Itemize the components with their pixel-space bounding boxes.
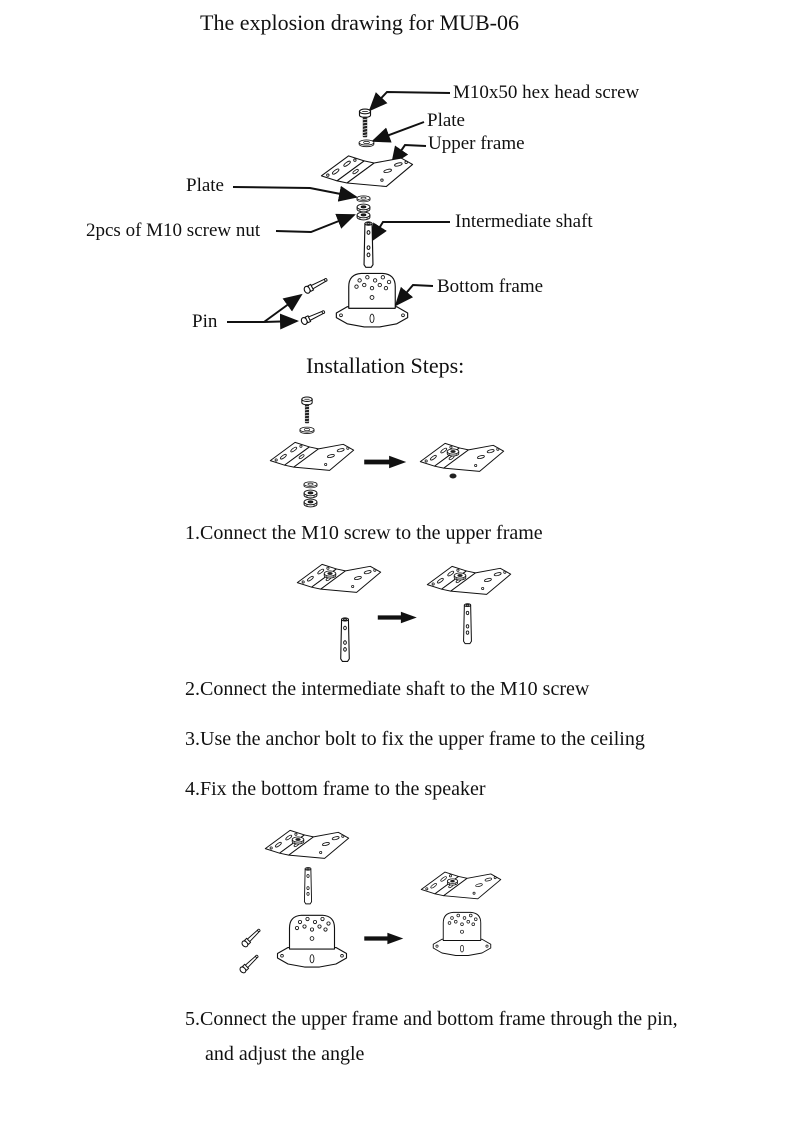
step5-diagram — [238, 829, 502, 975]
step1-diagram — [269, 396, 505, 508]
step1-screw-drawing — [301, 396, 313, 424]
step-3-text: 3.Use the anchor bolt to fix the upper f… — [185, 728, 645, 750]
leader-bottom-frame — [394, 283, 434, 307]
step2-assembled-bolt — [453, 572, 467, 581]
step-1-text: 1.Connect the M10 screw to the upper fra… — [185, 522, 543, 544]
label-plate-mid: Plate — [186, 175, 224, 196]
step1-arrow-icon — [364, 455, 407, 469]
step2-arrow-icon — [377, 611, 417, 624]
page-title: The explosion drawing for MUB-06 — [200, 10, 519, 35]
label-screw-nuts: 2pcs of M10 screw nut — [86, 220, 261, 241]
step-2-text: 2.Connect the intermediate shaft to the … — [185, 678, 590, 700]
label-shaft: Intermediate shaft — [455, 211, 593, 232]
leader-hex-screw — [368, 90, 451, 112]
step-4-text: 4.Fix the bottom frame to the speaker — [185, 778, 486, 800]
nut-2-drawing — [356, 211, 371, 221]
step1-frame-drawing — [269, 441, 355, 471]
explosion-diagram — [227, 90, 451, 330]
step5-bottom-frame-drawing — [276, 914, 348, 968]
step5-bolt-on-frame — [291, 836, 305, 845]
step1-washer2-drawing — [303, 481, 318, 489]
hex-screw-drawing — [358, 108, 372, 138]
step2-frame-drawing — [296, 563, 382, 593]
step5-frame-drawing — [264, 829, 350, 859]
upper-frame-drawing — [320, 155, 414, 188]
pin-1-drawing — [302, 275, 330, 295]
step1-assembled-frame-drawing — [419, 442, 505, 472]
step5-assembled-frame-drawing — [420, 871, 502, 900]
step2-assembled-frame-drawing — [426, 565, 512, 595]
step1-bolt-on-frame — [446, 448, 460, 457]
step1-washer-drawing — [299, 426, 315, 434]
step2-bolt-on-frame — [323, 570, 337, 579]
installation-heading: Installation Steps: — [306, 353, 465, 378]
step2-diagram — [296, 563, 512, 663]
step5-assembled-bolt — [446, 878, 459, 886]
step2-assembled-shaft-drawing — [463, 603, 472, 645]
step1-nut-under-frame — [449, 473, 457, 479]
step5-pin2-drawing — [238, 952, 261, 975]
label-upper-frame: Upper frame — [428, 133, 525, 154]
plate-mid-drawing — [356, 195, 371, 203]
leader-pin-1 — [263, 293, 303, 323]
leader-plate-mid — [232, 185, 358, 202]
leader-pin-2 — [263, 313, 299, 330]
step5-shaft-drawing — [303, 866, 313, 905]
label-plate-top: Plate — [427, 110, 465, 131]
leader-plate-top — [371, 121, 425, 143]
step5-pin1-drawing — [240, 926, 263, 949]
nut-1-drawing — [356, 203, 371, 213]
shaft-drawing — [363, 221, 374, 268]
plate-top-drawing — [358, 139, 375, 148]
step-5-line1: 5.Connect the upper frame and bottom fra… — [185, 1008, 678, 1030]
label-bottom-frame: Bottom frame — [437, 276, 544, 297]
leader-shaft — [369, 221, 450, 243]
step5-arrow-icon — [364, 932, 404, 945]
step5-assembled-bottom-frame — [432, 911, 492, 956]
step1-nut2-drawing — [303, 498, 318, 508]
leader-nuts — [275, 213, 356, 234]
pin-2-drawing — [299, 307, 327, 327]
step2-shaft-drawing — [340, 617, 350, 663]
leader-upper-frame — [390, 143, 427, 166]
label-pin: Pin — [192, 311, 218, 332]
label-hex-screw: M10x50 hex head screw — [453, 82, 640, 103]
step-5-line2: and adjust the angle — [205, 1043, 365, 1065]
step-5-text: 5.Connect the upper frame and bottom fra… — [185, 1007, 678, 1066]
bottom-frame-drawing — [335, 272, 409, 328]
step1-nut1-drawing — [303, 489, 318, 499]
